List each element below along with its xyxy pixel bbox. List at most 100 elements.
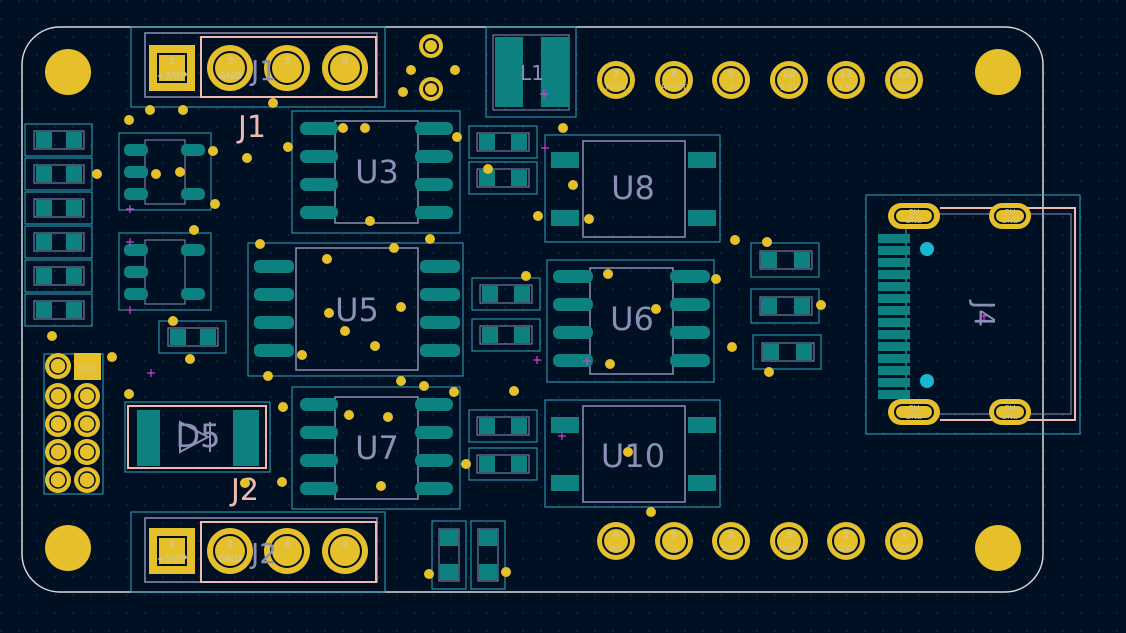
header-bottom-pin-3[interactable]: 3 MOSI [770, 522, 808, 560]
svg-text:RESET: RESET [661, 83, 687, 92]
capacitor-near-u5[interactable] [158, 320, 227, 354]
j2-pin-2-number: 2 [227, 539, 234, 550]
connector-j1[interactable]: 1 +5VP 2 GND 3 4 J1 J1 [130, 26, 386, 145]
ic-u3[interactable]: U3 [291, 110, 461, 234]
resistor-right-3[interactable] [752, 334, 822, 370]
u7-ref: U7 [355, 429, 399, 467]
u10-ref: U10 [601, 437, 665, 475]
svg-text:SH: SH [1004, 404, 1015, 413]
header-top-pin-11[interactable]: 11 3.3V [827, 61, 865, 99]
ic-u5[interactable]: U5 [247, 242, 464, 377]
resistor-right-1[interactable] [750, 242, 820, 278]
usb-shield-tab-bottom-right[interactable]: SH GND [989, 399, 1031, 425]
j2-pin-2-name: GND [218, 554, 243, 565]
u8-ref: U8 [611, 169, 655, 207]
svg-text:3.3V: 3.3V [780, 83, 799, 92]
j2-fab-ref: J2 [249, 537, 277, 570]
mounting-hole-bottom-left [45, 525, 91, 571]
mounting-hole-top-right [975, 49, 1021, 95]
resistor-left-4[interactable] [24, 225, 93, 259]
left-header-pin-1-label: GND [78, 364, 96, 373]
capacitor-vertical-1[interactable] [431, 520, 467, 590]
resistor-mid-3[interactable] [471, 277, 541, 311]
resistor-mid-2[interactable] [468, 161, 538, 195]
j1-pin-3-number: 3 [284, 56, 291, 67]
svg-text:SH: SH [908, 404, 919, 413]
header-top-pin-12[interactable]: 12 GND [885, 61, 923, 99]
resistor-left-3[interactable] [24, 191, 93, 225]
j1-pin-2-name: GND [218, 71, 243, 82]
inductor-l1[interactable]: L1 [485, 26, 577, 118]
j1-pin-4-number: 4 [342, 56, 349, 67]
usb-signal-pads [878, 234, 910, 399]
resistor-mid-6[interactable] [468, 447, 538, 481]
svg-text:GND: GND [895, 544, 913, 553]
resistor-left-2[interactable] [24, 157, 93, 191]
resistor-mid-1[interactable] [468, 125, 538, 159]
left-header-pin-1[interactable] [74, 353, 101, 380]
svg-text:INT: INT [609, 544, 622, 553]
header-top-row[interactable]: 7 MISO 8 RESET 9 X 10 3.3V 11 3.3V [597, 61, 923, 99]
mounting-hole-bottom-right [975, 525, 1021, 571]
header-top-pin-8[interactable]: 8 RESET [655, 61, 693, 99]
usb-shield-tab-top-right[interactable]: SH GND [989, 203, 1031, 229]
resistor-left-1[interactable] [24, 123, 93, 157]
resistor-left-6[interactable] [24, 293, 93, 327]
svg-text:MOSI: MOSI [779, 544, 800, 553]
svg-text:4: 4 [728, 530, 735, 541]
sot-part-upper[interactable] [118, 132, 212, 211]
svg-text:MISO: MISO [606, 83, 627, 92]
svg-text:7: 7 [613, 69, 620, 80]
j1-pin-1-pad[interactable] [149, 45, 195, 91]
test-points [419, 34, 443, 101]
header-top-pin-9[interactable]: 9 X [712, 61, 750, 99]
u5-ref: U5 [335, 291, 379, 329]
resistor-mid-5[interactable] [468, 409, 538, 443]
j1-pin-1-number: 1 [169, 56, 176, 67]
anchor-markers [126, 90, 988, 440]
usb-shield-tab-top-left[interactable]: SH GND [888, 203, 940, 229]
left-resistor-stack [24, 123, 93, 327]
svg-text:GND: GND [837, 544, 855, 553]
j2-pin-1-pad[interactable] [149, 528, 195, 574]
resistor-mid-4[interactable] [471, 318, 541, 352]
usb-connector-j4[interactable]: SH GND SH GND SH GND SH GND J4 [865, 194, 1081, 435]
connector-j2[interactable]: 1 +5VP 2 GND 3 4 J2 J2 [130, 473, 386, 593]
header-bottom-pin-1[interactable]: 1 GND [885, 522, 923, 560]
j2-pin-1-number: 1 [169, 539, 176, 550]
svg-text:GND: GND [1001, 216, 1019, 225]
svg-text:X: X [728, 83, 734, 92]
svg-text:GND: GND [905, 412, 923, 421]
ic-u7[interactable]: U7 [291, 386, 461, 510]
usb-shield-tab-bottom-left[interactable]: SH GND [888, 399, 940, 425]
d5-ref: D5 [176, 417, 221, 455]
resistor-left-5[interactable] [24, 259, 93, 293]
header-top-pin-7[interactable]: 7 MISO [597, 61, 635, 99]
diode-d5[interactable]: D5 [124, 401, 271, 473]
svg-text:CS: CS [669, 544, 680, 553]
sot-part-lower[interactable] [118, 232, 212, 311]
header-bottom-pin-2[interactable]: 2 GND [827, 522, 865, 560]
svg-text:SH: SH [1004, 208, 1015, 217]
j1-silk-ref: J1 [236, 110, 266, 145]
svg-text:8: 8 [671, 69, 678, 80]
header-bottom-row[interactable]: 6 INT 5 CS 4 SCLK 3 MOSI 2 GND [597, 522, 923, 560]
ic-u10[interactable]: U10 [544, 399, 721, 508]
header-bottom-pin-5[interactable]: 5 CS [655, 522, 693, 560]
svg-text:11: 11 [839, 69, 853, 80]
svg-text:10: 10 [782, 69, 796, 80]
header-top-pin-10[interactable]: 10 3.3V [770, 61, 808, 99]
svg-text:SH: SH [908, 208, 919, 217]
j1-pin-2-number: 2 [227, 56, 234, 67]
vias [47, 65, 826, 579]
resistor-right-2[interactable] [750, 288, 820, 324]
header-bottom-pin-6[interactable]: 6 INT [597, 522, 635, 560]
left-pin-header[interactable]: GND [43, 353, 104, 495]
ic-u6[interactable]: U6 [546, 259, 715, 383]
svg-text:12: 12 [897, 69, 911, 80]
ic-u8[interactable]: U8 [544, 134, 721, 243]
capacitor-vertical-2[interactable] [470, 520, 506, 590]
header-bottom-pin-4[interactable]: 4 SCLK [712, 522, 750, 560]
svg-text:2: 2 [843, 530, 850, 541]
